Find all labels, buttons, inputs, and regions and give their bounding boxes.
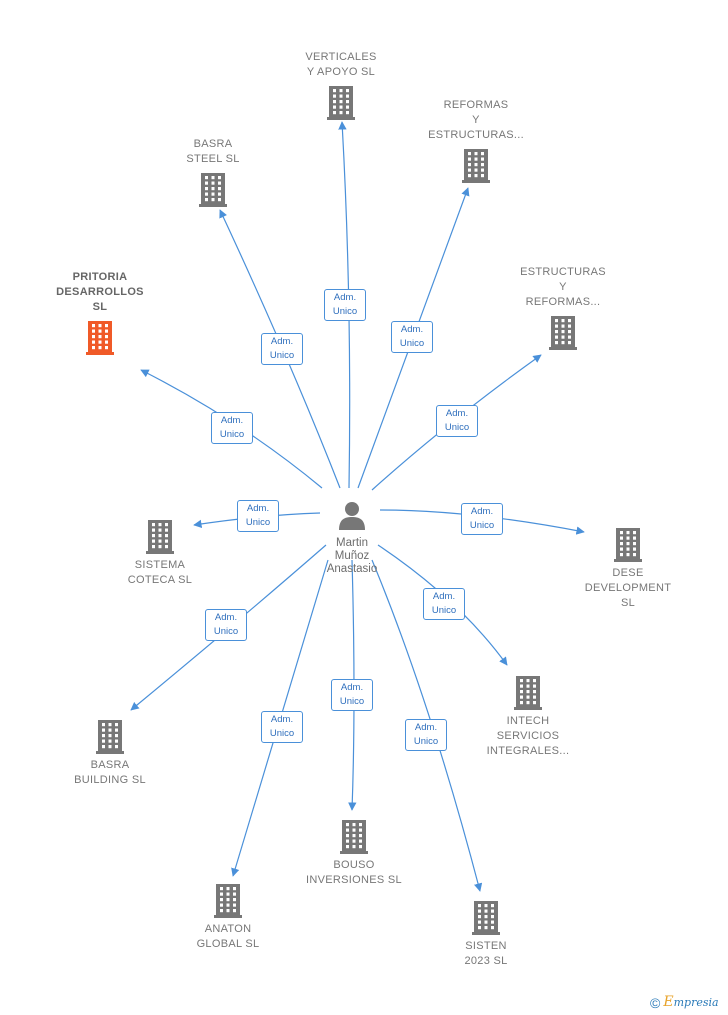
- company-node-estructuras[interactable]: ESTRUCTURAS Y REFORMAS...: [493, 265, 633, 350]
- copyright-symbol: ©: [650, 995, 661, 1012]
- building-icon: [406, 147, 546, 183]
- brand-logo: Empresia: [663, 994, 719, 1010]
- relation-label-anaton[interactable]: Adm. Unico: [261, 711, 303, 743]
- company-node-sistema[interactable]: SISTEMA COTECA SL: [90, 518, 230, 588]
- building-icon: [40, 718, 180, 754]
- center-person-name: Martin Muñoz Anastasio: [326, 537, 378, 575]
- company-name: REFORMAS Y ESTRUCTURAS...: [428, 99, 524, 141]
- company-name: ESTRUCTURAS Y REFORMAS...: [520, 266, 606, 308]
- company-name: INTECH SERVICIOS INTEGRALES...: [486, 715, 570, 757]
- footer-brand: © Empresia: [650, 994, 719, 1011]
- company-node-reformas[interactable]: REFORMAS Y ESTRUCTURAS...: [406, 98, 546, 183]
- building-icon: [271, 84, 411, 120]
- company-name: DESE DEVELOPMENT SL: [584, 567, 672, 609]
- building-icon: [158, 882, 298, 918]
- company-name: VERTICALES Y APOYO SL: [305, 51, 377, 78]
- company-name: BASRA STEEL SL: [186, 138, 240, 165]
- building-icon: [284, 818, 424, 854]
- building-icon: [416, 899, 556, 935]
- company-name: ANATON GLOBAL SL: [196, 923, 260, 950]
- company-node-intech[interactable]: INTECH SERVICIOS INTEGRALES...: [458, 674, 598, 759]
- relation-label-intech[interactable]: Adm. Unico: [423, 588, 465, 620]
- building-icon: [493, 314, 633, 350]
- company-node-sisten[interactable]: SISTEN 2023 SL: [416, 899, 556, 969]
- relation-label-sistema[interactable]: Adm. Unico: [237, 500, 279, 532]
- company-node-basra_steel[interactable]: BASRA STEEL SL: [143, 137, 283, 207]
- company-name: SISTEN 2023 SL: [464, 940, 508, 967]
- relation-label-basra_steel[interactable]: Adm. Unico: [261, 333, 303, 365]
- company-name: BASRA BUILDING SL: [74, 759, 146, 786]
- relation-label-pritoria[interactable]: Adm. Unico: [211, 412, 253, 444]
- company-node-pritoria[interactable]: PRITORIA DESARROLLOS SL: [30, 270, 170, 355]
- relation-label-bouso[interactable]: Adm. Unico: [331, 679, 373, 711]
- building-icon: [558, 526, 698, 562]
- company-name: BOUSO INVERSIONES SL: [306, 859, 402, 886]
- edge-sisten: [371, 559, 483, 892]
- building-icon: [30, 319, 170, 355]
- company-node-anaton[interactable]: ANATON GLOBAL SL: [158, 882, 298, 952]
- company-node-basra_building[interactable]: BASRA BUILDING SL: [40, 718, 180, 788]
- relation-label-verticales[interactable]: Adm. Unico: [324, 289, 366, 321]
- company-name: PRITORIA DESARROLLOS SL: [56, 271, 144, 313]
- building-icon: [458, 674, 598, 710]
- company-name: SISTEMA COTECA SL: [127, 559, 193, 586]
- relation-label-basra_building[interactable]: Adm. Unico: [205, 609, 247, 641]
- person-icon: [339, 502, 365, 530]
- relation-label-dese[interactable]: Adm. Unico: [461, 503, 503, 535]
- relation-label-estructuras[interactable]: Adm. Unico: [436, 405, 478, 437]
- relation-label-reformas[interactable]: Adm. Unico: [391, 321, 433, 353]
- center-person[interactable]: Martin Muñoz Anastasio: [302, 500, 402, 576]
- building-icon: [90, 518, 230, 554]
- company-node-dese[interactable]: DESE DEVELOPMENT SL: [558, 526, 698, 611]
- company-node-verticales[interactable]: VERTICALES Y APOYO SL: [271, 50, 411, 120]
- building-icon: [143, 171, 283, 207]
- relation-label-sisten[interactable]: Adm. Unico: [405, 719, 447, 751]
- company-node-bouso[interactable]: BOUSO INVERSIONES SL: [284, 818, 424, 888]
